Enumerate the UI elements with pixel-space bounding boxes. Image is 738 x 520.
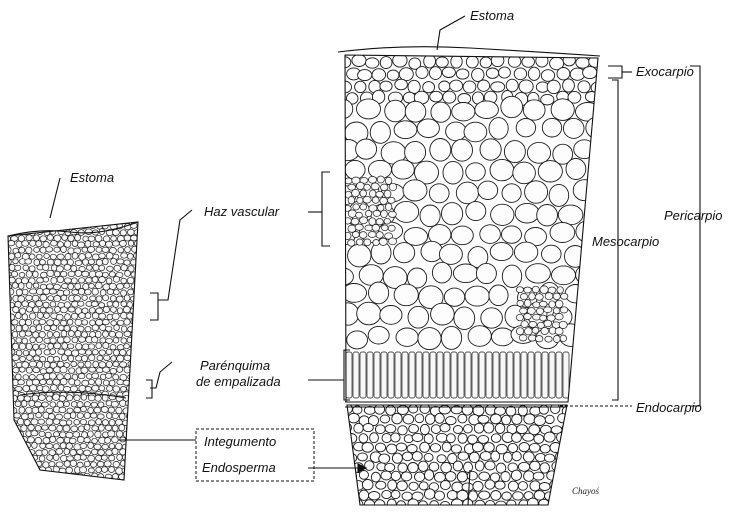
label-haz-vascular: Haz vascular [204, 204, 280, 219]
label-estoma-left: Estoma [70, 170, 114, 185]
illustrator-signature: Chayoś [572, 486, 599, 496]
label-endocarpio: Endocarpio [636, 400, 702, 415]
left-tissue-section [4, 222, 142, 480]
label-integumento: Integumento [204, 434, 276, 449]
right-tissue-section [332, 47, 610, 511]
label-exocarpio: Exocarpio [636, 64, 694, 79]
label-parenquima: Parénquima [200, 358, 270, 373]
label-endosperma: Endosperma [202, 460, 276, 475]
label-estoma-right: Estoma [470, 8, 514, 23]
label-mesocarpio: Mesocarpio [592, 234, 659, 249]
label-empalizada: de empalizada [196, 374, 281, 389]
label-pericarpio: Pericarpio [664, 208, 723, 223]
